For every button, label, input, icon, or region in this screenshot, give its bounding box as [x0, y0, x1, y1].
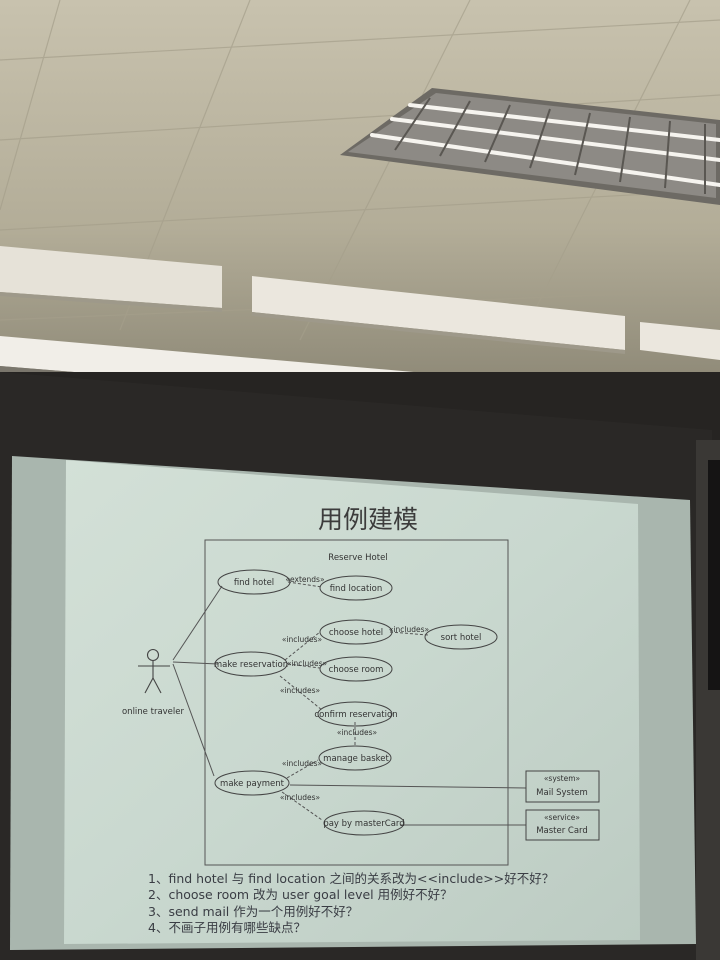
projection-screen [10, 456, 696, 950]
relation-label-includes-choose-room: «includes» [287, 659, 328, 668]
use-case-confirm-reservation: confirm reservation [314, 710, 397, 720]
relation-label-extends: «extends» [285, 575, 324, 584]
relation-label-includes-basket: «includes» [337, 728, 378, 737]
slide-content: 用例建模 Reserve Hotel online traveler [122, 505, 600, 935]
question-4: 4、不画子用例有哪些缺点？ [148, 920, 306, 935]
actor-figure [138, 648, 170, 694]
mail-system-name: Mail System [536, 788, 588, 798]
ceiling-light [340, 88, 720, 205]
slide-title: 用例建模 [318, 505, 418, 534]
master-card-stereotype: «service» [544, 813, 580, 822]
actor-label: online traveler [122, 707, 185, 717]
question-2: 2、choose room 改为 user goal level 用例好不好？ [148, 887, 453, 902]
relation-label-includes-confirm: «includes» [280, 686, 321, 695]
use-case-make-payment: make payment [220, 779, 285, 789]
use-case-find-hotel: find hotel [234, 578, 274, 588]
ceiling [0, 0, 720, 430]
master-card-name: Master Card [536, 826, 588, 836]
use-case-ellipses [214, 569, 498, 836]
question-3: 3、send mail 作为一个用例好不好？ [148, 904, 358, 919]
relation-label-includes-mastercard: «includes» [280, 793, 321, 802]
use-case-choose-hotel: choose hotel [329, 628, 383, 638]
relation-label-includes-payment: «includes» [282, 759, 323, 768]
use-case-manage-basket: manage basket [323, 754, 389, 764]
system-boundary-label: Reserve Hotel [328, 553, 387, 563]
relation-label-includes-choose-hotel: «includes» [282, 635, 323, 644]
use-case-make-reservation: make reservation [214, 660, 288, 670]
relation-label-includes-sort-hotel: «includes» [389, 625, 430, 634]
question-list: 1、find hotel 与 find location 之间的关系改为<<in… [148, 871, 554, 935]
dependency-lines [279, 581, 429, 821]
use-case-find-location: find location [330, 584, 383, 594]
use-case-sort-hotel: sort hotel [441, 633, 482, 643]
external-system-mastercard: «service» Master Card [525, 809, 600, 841]
use-case-pay-by-mastercard: pay by masterCard [323, 819, 404, 829]
mail-system-stereotype: «system» [544, 774, 581, 783]
question-1: 1、find hotel 与 find location 之间的关系改为<<in… [148, 871, 554, 886]
association-lines [172, 585, 527, 826]
external-system-mail: «system» Mail System [525, 770, 600, 803]
system-boundary [204, 539, 509, 866]
use-case-choose-room: choose room [329, 665, 384, 675]
